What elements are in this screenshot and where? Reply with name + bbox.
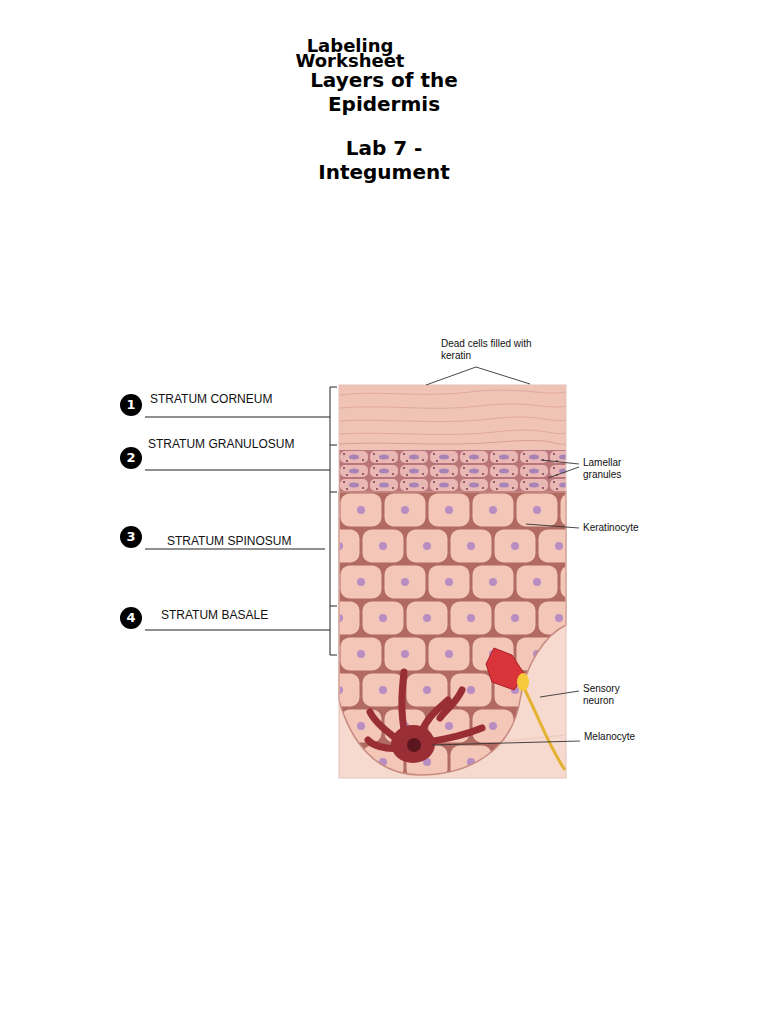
worksheet-subtitle: Layers of the Epidermis <box>294 68 474 116</box>
layer-label: STRATUM CORNEUM <box>150 392 272 406</box>
callout-number: 3 <box>120 526 142 548</box>
part-label: Keratinocyte <box>583 522 639 534</box>
worksheet-title: Labeling Worksheet <box>280 38 420 68</box>
callout-number: 4 <box>120 607 142 629</box>
part-label: Sensory neuron <box>583 683 638 707</box>
layer-label: STRATUM GRANULOSUM <box>148 437 294 451</box>
part-label: Lamellar granules <box>583 457 641 481</box>
layer-label: STRATUM BASALE <box>161 608 268 622</box>
part-label: Dead cells filled with keratin <box>441 338 533 362</box>
part-label: Melanocyte <box>584 731 635 743</box>
layer-label: STRATUM SPINOSUM <box>167 534 291 548</box>
callout-number: 2 <box>120 447 142 469</box>
lab-heading: Lab 7 - Integument <box>309 136 459 184</box>
callout-number: 1 <box>120 394 142 416</box>
